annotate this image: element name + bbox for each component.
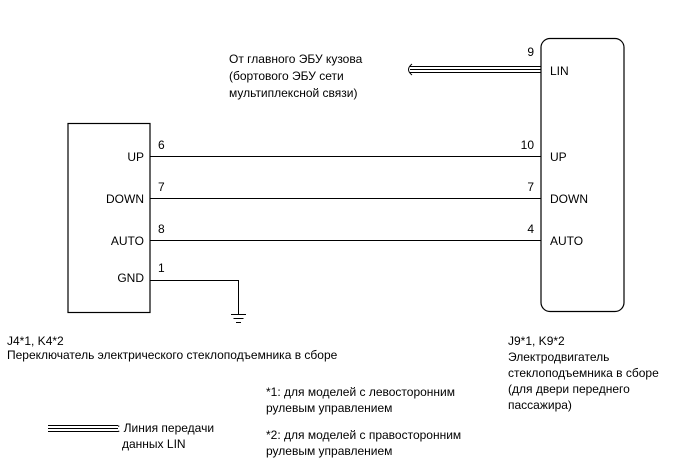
legend-line2: данных LIN: [122, 437, 186, 451]
switch-pin-auto-number: 8: [158, 222, 165, 236]
lin-source-line3: мультиплексной связи): [229, 86, 357, 100]
note1-line2: рулевым управлением: [266, 401, 392, 415]
legend-line1: : Линия передачи: [117, 421, 214, 435]
motor-name-line2: стеклоподъемника в сборе: [508, 366, 659, 380]
switch-name: Переключатель электрического стеклоподъе…: [7, 348, 338, 362]
ground-icon: [231, 314, 246, 323]
motor-name-line3: (для двери переднего: [508, 382, 630, 396]
motor-name-line1: Электродвигатель: [508, 350, 609, 364]
switch-pin-up-number: 6: [158, 138, 165, 152]
motor-pin-up-number: 10: [521, 138, 535, 152]
wire-break-symbol: [408, 63, 413, 76]
motor-pin-lin-number: 9: [527, 45, 534, 59]
switch-pin-gnd-number: 1: [158, 261, 165, 275]
motor-pin-up-label: UP: [550, 150, 567, 164]
note2-line2: рулевым управлением: [266, 444, 392, 458]
lin-legend-symbol: [48, 425, 118, 432]
switch-pin-down-label: DOWN: [106, 192, 144, 206]
motor-pin-down-label: DOWN: [550, 192, 588, 206]
switch-pin-gnd-label: GND: [117, 271, 144, 285]
lin-source-line2: (бортового ЭБУ сети: [229, 69, 344, 83]
switch-pin-up-label: UP: [127, 150, 144, 164]
switch-pin-down-number: 7: [158, 180, 165, 194]
lin-source-line1: От главного ЭБУ кузова: [229, 52, 363, 66]
motor-name-line4: пассажира): [508, 398, 572, 412]
motor-pin-down-number: 7: [527, 180, 534, 194]
note2-line1: *2: для моделей с правосторонним: [266, 428, 461, 442]
motor-box: [540, 37, 625, 313]
motor-code: J9*1, K9*2: [508, 334, 565, 348]
switch-code: J4*1, K4*2: [7, 334, 64, 348]
motor-pin-auto-number: 4: [527, 222, 534, 236]
motor-pin-lin-label: LIN: [550, 64, 569, 78]
note1-line1: *1: для моделей с левосторонним: [266, 385, 455, 399]
switch-pin-auto-label: AUTO: [111, 234, 144, 248]
motor-pin-auto-label: AUTO: [550, 234, 583, 248]
switch-box: [67, 122, 151, 314]
ground-wire: [150, 280, 239, 314]
lin-bus-line: [408, 63, 541, 76]
